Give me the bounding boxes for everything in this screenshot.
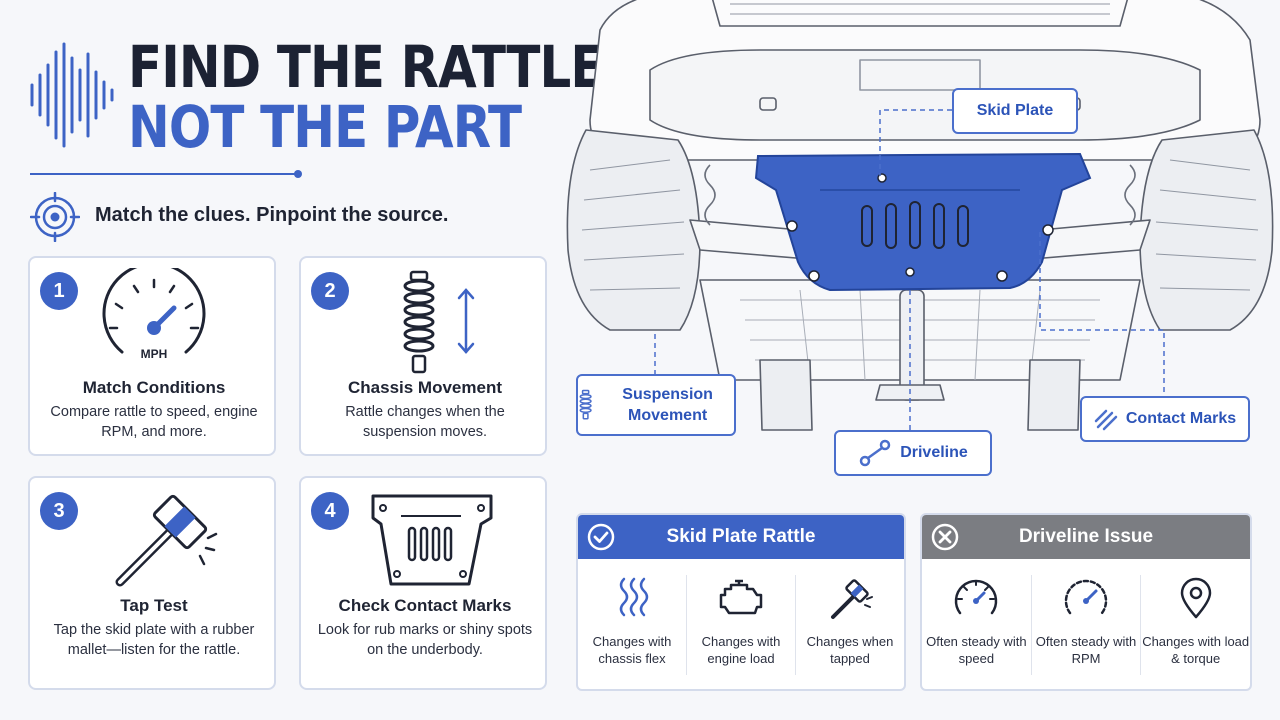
step-description: Compare rattle to speed, engine RPM, and… [50,404,258,440]
speedometer-icon: MPH [102,268,206,361]
title-divider-dot [294,170,302,178]
subtitle: Match the clues. Pinpoint the source. [95,204,449,226]
panel-title: Skid Plate Rattle [666,526,816,547]
car-underbody-illustration [566,0,1274,432]
step-description: Tap the skid plate with a rubber mallet—… [53,622,255,658]
page-title-line-1: FIND THE RATTLE, [128,33,623,101]
panel-skid-plate-rattle: Skid Plate Rattle Changes with chassis f… [576,513,906,691]
coil-spring-icon [403,270,475,374]
callout-label: Driveline [900,444,968,461]
panel-item: Changes with engine load [686,575,795,675]
skid-plate-highlight [754,152,1092,292]
location-pin-icon [1180,577,1211,619]
callout-driveline: Driveline [834,430,992,476]
step-number-badge: 4 [311,492,349,530]
panel-item-text: Changes with load & torque [1142,634,1250,666]
hatch-marks-icon [1094,409,1118,431]
engine-icon [719,579,763,615]
mallet-icon [115,494,218,587]
panel-item-text: Often steady with speed [926,634,1027,666]
callout-skid-plate: Skid Plate [952,88,1078,134]
panel-item: Often steady with speed [922,575,1031,675]
target-icon [30,192,80,242]
coil-spring-icon [579,389,592,420]
panel-item: Changes with chassis flex [578,575,686,675]
title-divider [30,173,300,175]
callout-label: Skid Plate [976,102,1054,119]
step-number-badge: 1 [40,272,78,310]
panel-item: Changes with load & torque [1140,575,1250,675]
callout-label: Suspension Movement [622,386,713,424]
panel-item: Often steady with RPM [1030,575,1141,675]
driveshaft-link-icon [859,439,891,467]
panel-header: Skid Plate Rattle [578,515,904,559]
step-title: Match Conditions [82,378,226,397]
sound-wave-icon [30,42,114,148]
speedometer-icon [955,579,998,615]
step-card-chassis-movement: 2 Chassis Movement Rattle changes when t… [299,256,547,456]
step-number-badge: 3 [40,492,78,530]
panel-title: Driveline Issue [1018,526,1154,547]
callout-suspension-movement: Suspension Movement [576,374,736,436]
mallet-icon [831,579,873,619]
close-circle-icon [931,523,959,551]
panel-header: Driveline Issue [922,515,1250,559]
step-card-tap-test: 3 Tap Test Tap the skid plate with a rub… [28,476,276,690]
panel-item: Changes when tapped [795,575,904,675]
panel-item-text: Often steady with RPM [1035,634,1137,666]
panel-driveline-issue: Driveline Issue Often steady with speed [920,513,1252,691]
step-title: Chassis Movement [348,378,502,397]
step-description: Rattle changes when the suspension moves… [345,404,505,440]
skid-plate-icon [371,494,493,586]
check-circle-icon [587,523,615,551]
callout-label: Contact Marks [1125,410,1237,427]
step-title: Tap Test [120,596,188,615]
step-description: Look for rub marks or shiny spots on the… [317,622,533,658]
panel-item-text: Changes when tapped [806,634,894,666]
step-title: Check Contact Marks [338,596,512,615]
callout-contact-marks: Contact Marks [1080,396,1250,442]
panel-item-text: Changes with engine load [701,634,781,666]
tachometer-icon [1064,579,1108,615]
speedometer-unit-label: MPH [141,347,168,361]
panel-item-text: Changes with chassis flex [592,634,672,666]
step-card-check-contact-marks: 4 Check Contact Marks Look for rub marks… [299,476,547,690]
step-card-match-conditions: 1 MPH Match Conditions Compare rattle to… [28,256,276,456]
step-number-badge: 2 [311,272,349,310]
flex-lines-icon [619,577,649,617]
page-title-line-2: NOT THE PART [128,93,522,161]
